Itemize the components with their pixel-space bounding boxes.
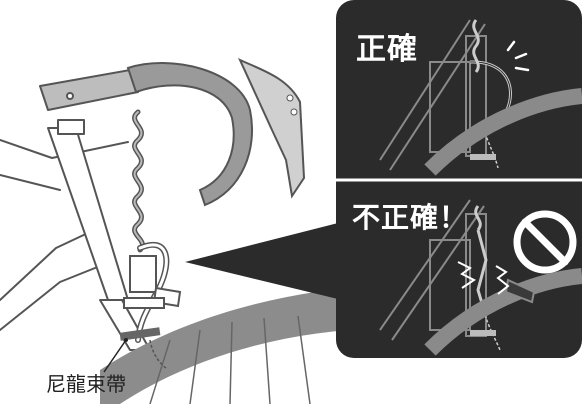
correct-detail (379, 19, 582, 176)
no-entry-icon (513, 210, 577, 274)
zip-tie (119, 327, 167, 369)
incorrect-detail (379, 199, 582, 356)
brake-cable (132, 109, 170, 343)
callout-pointer (185, 222, 342, 300)
zip-tie-caption: 尼龍束帶 (46, 372, 126, 396)
zip-tie-leader-line (103, 339, 127, 373)
correct-label: 正確 (356, 32, 418, 67)
handlebar (126, 57, 306, 207)
spark-icon (457, 261, 510, 295)
correct-flex-marks (506, 40, 530, 72)
zip-tie-leader-dot (124, 338, 128, 342)
incorrect-label: 不正確！ (352, 201, 469, 234)
brake-caliper (123, 255, 182, 309)
